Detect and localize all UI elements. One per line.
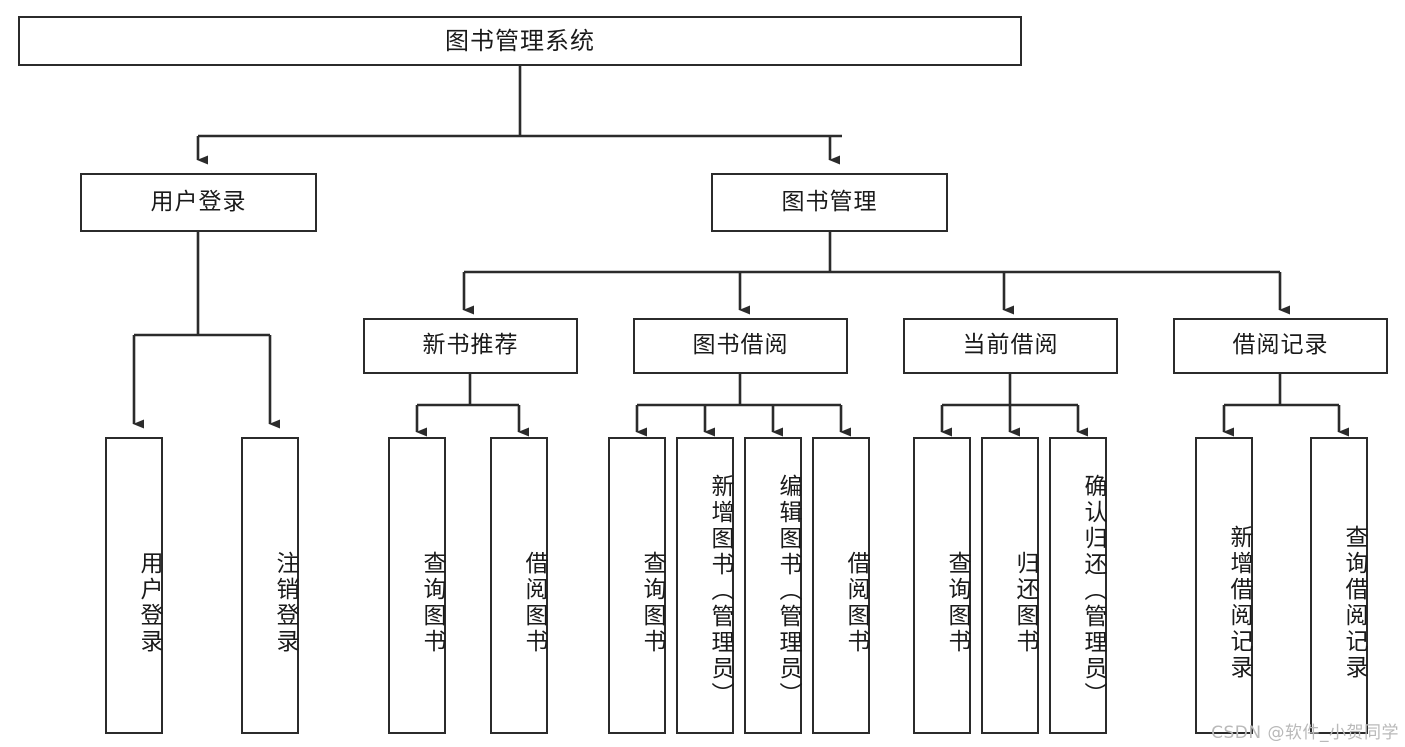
node-label: 用户登录 <box>136 550 162 655</box>
node-label: 注销登录 <box>272 550 298 655</box>
node-leaf-return-book[interactable]: 归还图书 <box>981 437 1039 734</box>
node-label: 借阅图书 <box>521 550 547 655</box>
node-leaf-confirm-return[interactable]: 确认归还（管理员） <box>1049 437 1107 734</box>
node-label: 用户登录 <box>150 188 247 215</box>
node-label: 编辑图书（管理员） <box>775 473 801 708</box>
node-label: 新增借阅记录 <box>1226 524 1252 681</box>
node-leaf-add-book[interactable]: 新增图书（管理员） <box>676 437 734 734</box>
node-leaf-borrow-book-2[interactable]: 借阅图书 <box>812 437 870 734</box>
node-label: 新增图书（管理员） <box>707 473 733 708</box>
node-user-login[interactable]: 用户登录 <box>80 173 317 232</box>
node-label: 借阅记录 <box>1232 332 1329 359</box>
node-leaf-query-record[interactable]: 查询借阅记录 <box>1310 437 1368 734</box>
node-label: 当前借阅 <box>962 332 1059 359</box>
node-leaf-query-book-1[interactable]: 查询图书 <box>388 437 446 734</box>
node-label: 图书借阅 <box>692 332 789 359</box>
node-leaf-user-login[interactable]: 用户登录 <box>105 437 163 734</box>
csdn-watermark: CSDN @软件_小贺同学 <box>1211 723 1399 743</box>
node-leaf-borrow-book-1[interactable]: 借阅图书 <box>490 437 548 734</box>
node-leaf-add-record[interactable]: 新增借阅记录 <box>1195 437 1253 734</box>
node-label: 归还图书 <box>1012 550 1038 655</box>
node-label: 图书管理 <box>781 188 878 215</box>
node-new-book-recommend[interactable]: 新书推荐 <box>363 318 578 374</box>
node-leaf-query-book-3[interactable]: 查询图书 <box>913 437 971 734</box>
node-leaf-edit-book[interactable]: 编辑图书（管理员） <box>744 437 802 734</box>
node-book-manage[interactable]: 图书管理 <box>711 173 948 232</box>
node-label: 查询图书 <box>419 550 445 655</box>
node-label: 查询图书 <box>639 550 665 655</box>
node-root-system[interactable]: 图书管理系统 <box>18 16 1022 66</box>
node-leaf-query-book-2[interactable]: 查询图书 <box>608 437 666 734</box>
node-label: 图书管理系统 <box>445 26 595 55</box>
node-leaf-logout-login[interactable]: 注销登录 <box>241 437 299 734</box>
node-label: 借阅图书 <box>843 550 869 655</box>
node-label: 新书推荐 <box>422 332 519 359</box>
node-label: 查询图书 <box>944 550 970 655</box>
node-book-borrow[interactable]: 图书借阅 <box>633 318 848 374</box>
node-borrow-record[interactable]: 借阅记录 <box>1173 318 1388 374</box>
node-label: 查询借阅记录 <box>1341 524 1367 681</box>
node-current-borrow[interactable]: 当前借阅 <box>903 318 1118 374</box>
node-label: 确认归还（管理员） <box>1080 473 1106 708</box>
